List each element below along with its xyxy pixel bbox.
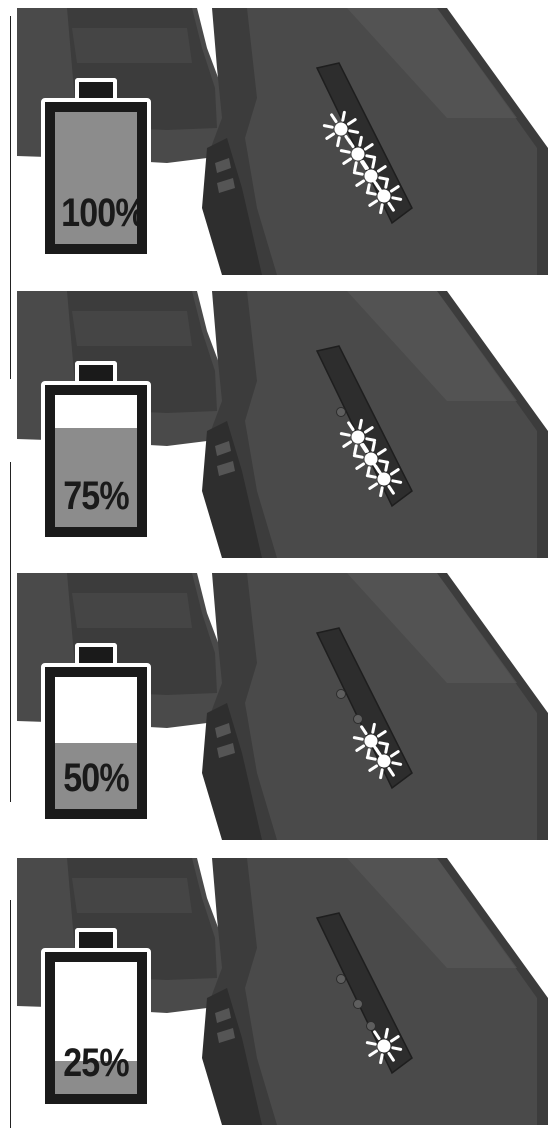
battery-icon: 25%: [41, 928, 151, 1108]
led-unlit-icon: [337, 690, 346, 699]
led-unlit-icon: [337, 408, 346, 417]
battery-percentage-label: 75%: [61, 474, 131, 519]
battery-percentage-label: 100%: [61, 191, 131, 236]
battery-level-panel: 100%: [17, 8, 548, 275]
battery-icon: 50%: [41, 643, 151, 823]
battery-level-panel: 50%: [17, 573, 548, 840]
battery-percentage-label: 25%: [61, 1041, 131, 1086]
frame-line-1: [10, 16, 11, 379]
led-unlit-icon: [354, 1000, 363, 1009]
battery-icon: 75%: [41, 361, 151, 541]
frame-line-3: [10, 900, 11, 1128]
battery-percentage-label: 50%: [61, 756, 131, 801]
led-unlit-icon: [367, 1022, 376, 1031]
battery-icon: 100%: [41, 78, 151, 258]
frame-line-2: [10, 462, 11, 802]
led-unlit-icon: [354, 715, 363, 724]
led-unlit-icon: [337, 975, 346, 984]
battery-level-panel: 25%: [17, 858, 548, 1125]
battery-level-panel: 75%: [17, 291, 548, 558]
